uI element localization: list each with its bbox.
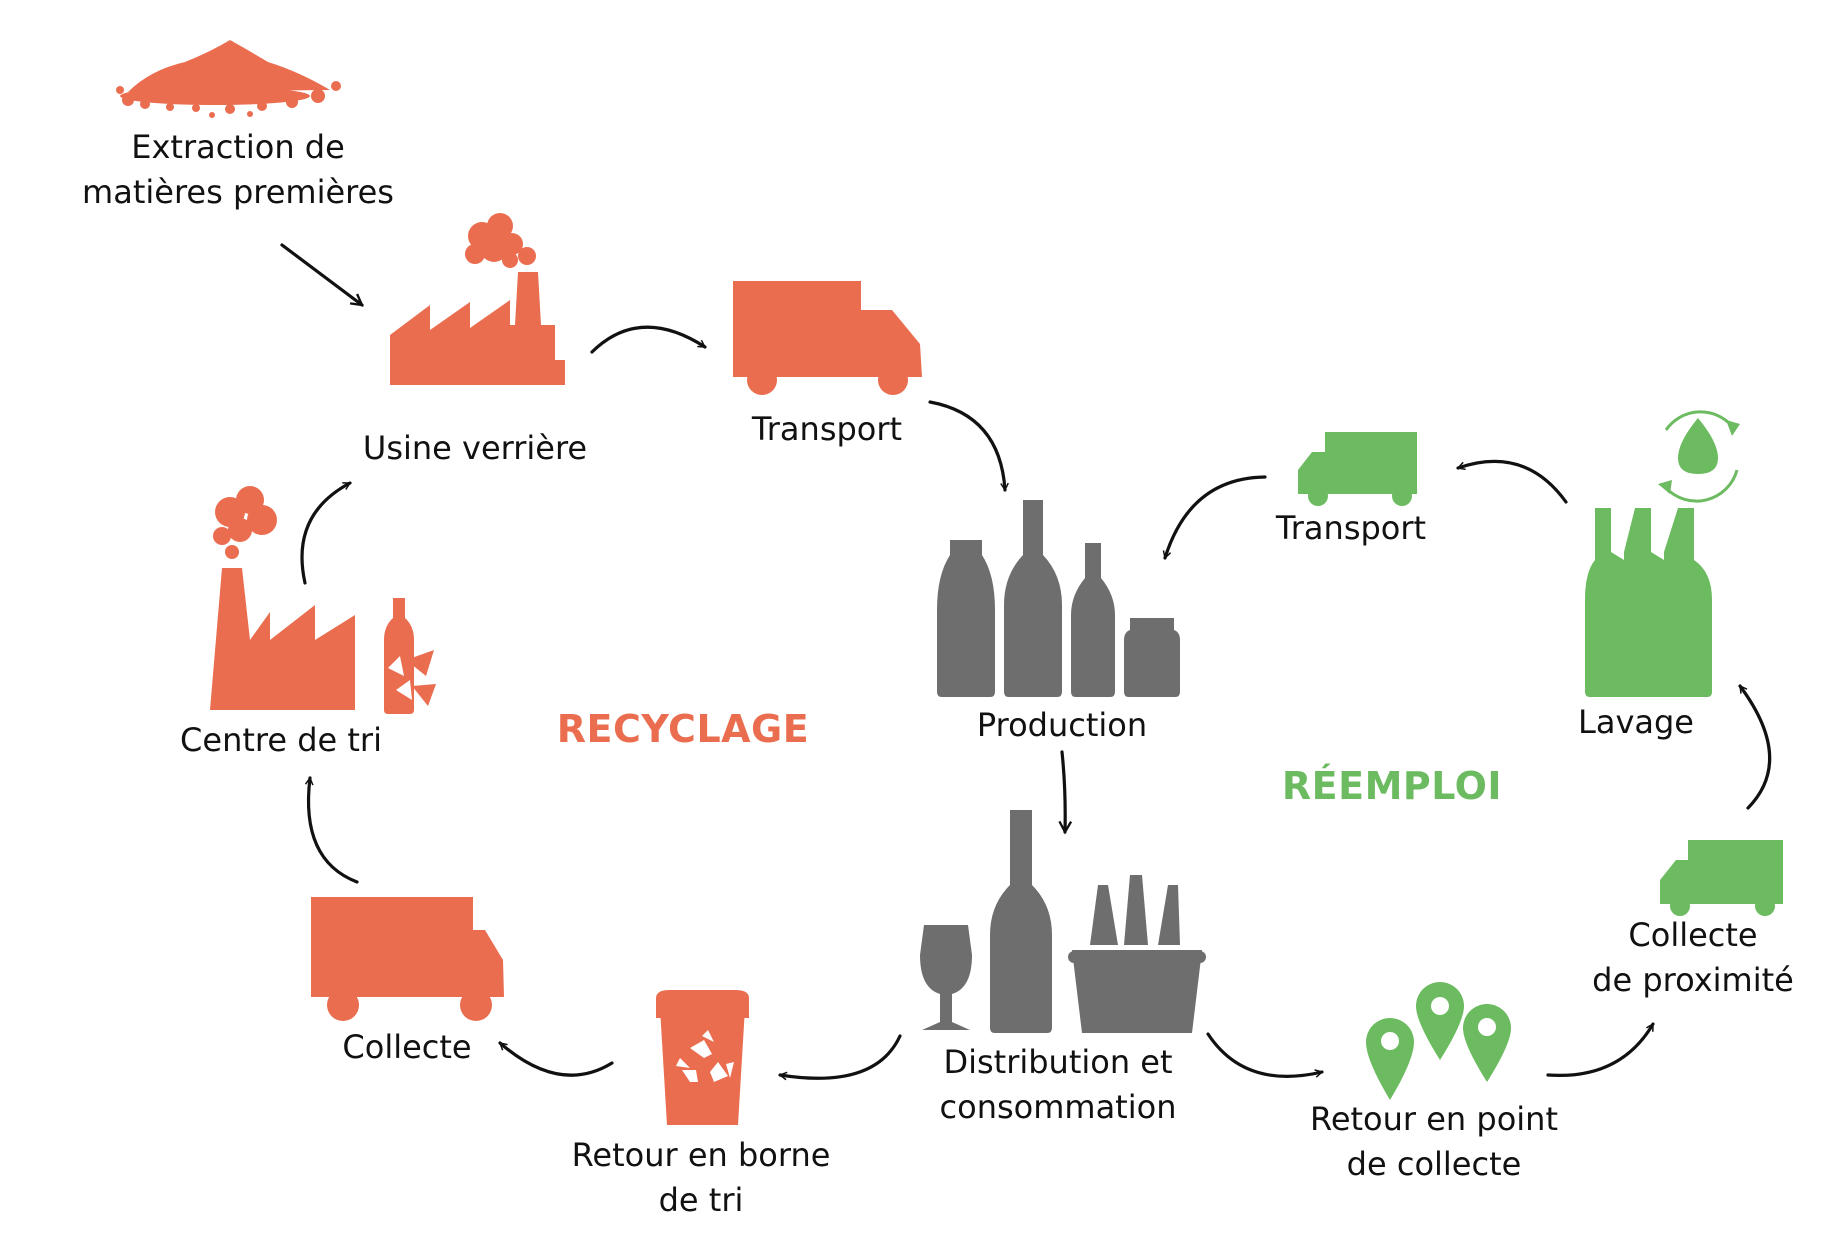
local-collection-truck-icon xyxy=(1660,840,1783,916)
arrow-washing-to-reuse-transport xyxy=(1456,459,1568,504)
arrow-production-to-distribution xyxy=(1062,750,1065,832)
label-transport-top: Transport xyxy=(751,410,903,448)
arrow-factory-to-transport xyxy=(590,325,707,354)
label-local-collection: Collecte de proximité xyxy=(1592,916,1794,1000)
label-extraction: Extraction de matières premières xyxy=(82,128,394,212)
broken-glass-bottle-icon xyxy=(384,598,436,714)
arrow-bin-to-collection xyxy=(498,1041,614,1077)
arrow-transport-to-production xyxy=(928,400,1005,492)
washed-bottles-icon xyxy=(1585,508,1712,697)
reuse-cycle-title: RÉEMPLOI xyxy=(1281,764,1503,808)
label-distribution: Distribution et consommation xyxy=(939,1043,1177,1127)
label-collection-point-return: Retour en point de collecte xyxy=(1310,1100,1558,1184)
wine-glass-icon xyxy=(920,925,972,1030)
arrow-distribution-to-collection-point xyxy=(1206,1032,1324,1078)
water-recycle-icon xyxy=(1658,410,1740,503)
arrow-distribution-to-bin xyxy=(778,1034,902,1078)
flow-arrows xyxy=(280,243,1772,1078)
label-production: Production xyxy=(976,706,1148,744)
wine-bottle-icon xyxy=(990,810,1052,1033)
recycling-cycle-title: RECYCLAGE xyxy=(556,707,810,751)
arrow-sorting-to-factory xyxy=(300,481,352,585)
collection-point-pins-icon xyxy=(1366,982,1511,1100)
raw-material-pile-icon xyxy=(116,40,341,118)
arrow-extraction-to-factory xyxy=(280,243,362,307)
arrow-collection-to-sorting xyxy=(309,776,359,884)
label-collection: Collecte xyxy=(342,1028,472,1066)
arrow-local-collection-to-washing xyxy=(1738,684,1772,810)
label-washing: Lavage xyxy=(1578,703,1694,741)
collection-truck-icon xyxy=(311,897,504,1021)
delivery-truck-icon xyxy=(733,281,922,395)
sorting-center-factory-icon xyxy=(210,486,355,710)
reuse-transport-truck-icon xyxy=(1298,432,1417,506)
label-transport-reuse: Transport xyxy=(1275,509,1427,547)
arrow-reuse-transport-to-production xyxy=(1165,475,1267,560)
label-bin-return: Retour en borne de tri xyxy=(571,1136,831,1220)
ice-bucket-bottles-icon xyxy=(1068,875,1206,1033)
recycling-bin-icon xyxy=(656,990,749,1125)
arrow-collection-point-to-local-collection xyxy=(1546,1022,1655,1078)
label-glass-factory: Usine verrière xyxy=(362,429,588,467)
production-bottles-icon xyxy=(937,500,1180,697)
label-sorting-center: Centre de tri xyxy=(180,721,382,759)
glass-factory-icon xyxy=(390,213,565,385)
